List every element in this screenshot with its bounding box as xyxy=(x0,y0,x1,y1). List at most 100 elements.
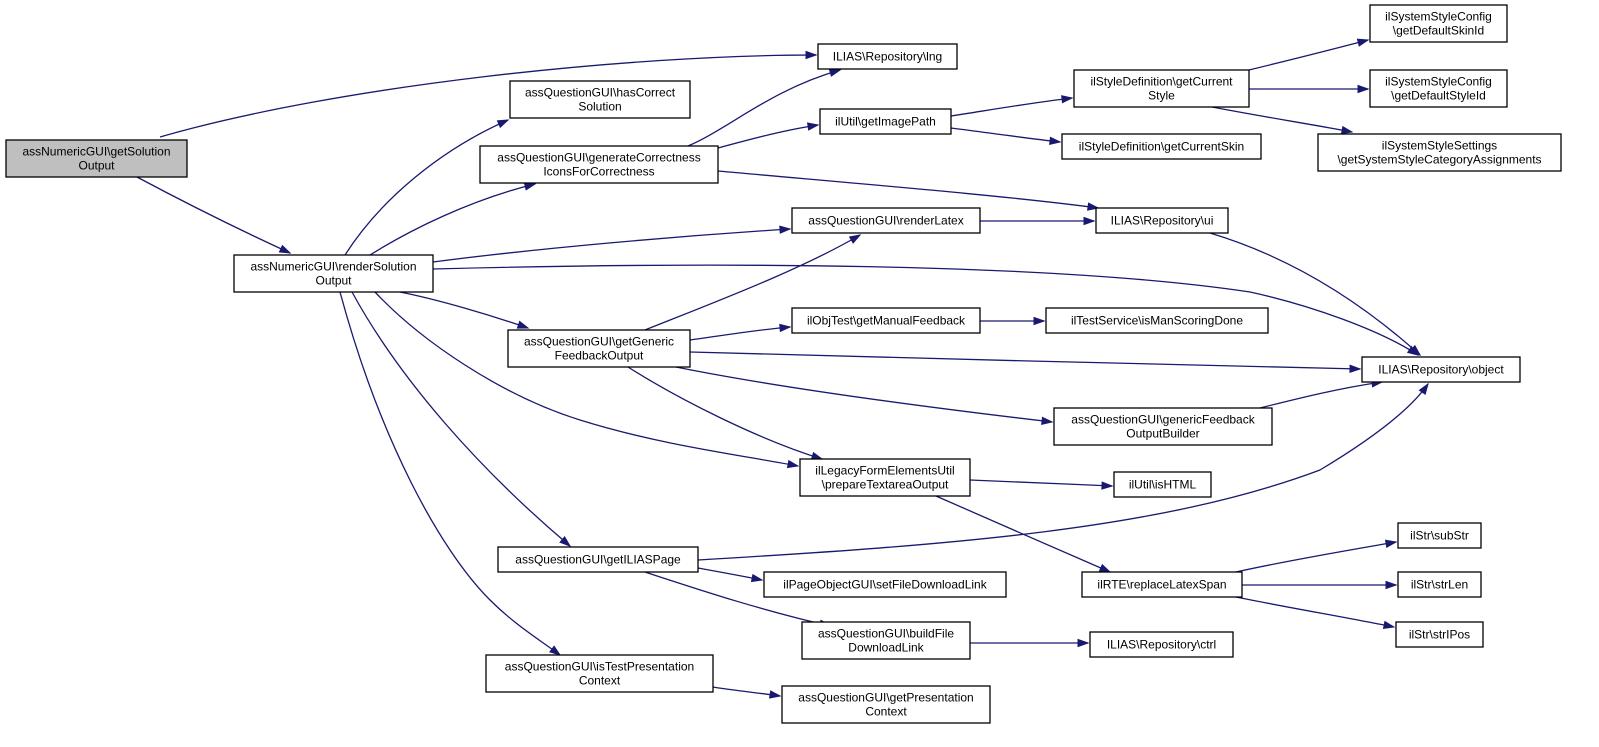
node-label: ilStr\subStr xyxy=(1410,529,1469,543)
node-box xyxy=(5,139,188,178)
arrowhead xyxy=(1041,416,1054,425)
arrowhead xyxy=(523,182,537,191)
edge-n1-n6 xyxy=(399,291,530,329)
edge-line xyxy=(689,351,1361,370)
function-node[interactable]: ilUtil\getImagePath xyxy=(819,108,952,135)
edge-n4-n9 xyxy=(717,122,820,149)
function-node[interactable]: ilTestService\isManScoringDone xyxy=(1045,307,1269,334)
arrowhead xyxy=(496,119,510,129)
node-label: Context xyxy=(865,705,907,719)
function-node[interactable]: ilRTE\replaceLatexSpan xyxy=(1081,571,1243,598)
arrowhead xyxy=(1077,638,1090,648)
function-node[interactable]: assQuestionGUI\generateCorrectnessIconsF… xyxy=(479,145,719,184)
function-node[interactable]: ILIAS\Repository\object xyxy=(1361,356,1521,383)
function-node[interactable]: assQuestionGUI\genericFeedbackOutputBuil… xyxy=(1053,407,1273,446)
node-label: ilSystemStyleConfig xyxy=(1385,75,1492,89)
node-label: ilSystemStyleConfig xyxy=(1385,10,1492,24)
function-node[interactable]: ILIAS\Repository\lng xyxy=(817,43,958,70)
edge-n1-n5 xyxy=(432,225,792,263)
edge-line xyxy=(717,124,819,149)
edge-n6-n17 xyxy=(689,323,792,341)
edge-line xyxy=(1209,232,1421,356)
edge-n9-n10 xyxy=(950,95,1074,117)
edge-line xyxy=(675,366,1053,423)
function-node[interactable]: ilSystemStyleSettings\getSystemStyleCate… xyxy=(1317,133,1562,172)
node-label: Solution xyxy=(578,100,621,114)
edge-line xyxy=(432,264,1419,356)
edge-n20-n21 xyxy=(969,479,1114,490)
edge-line xyxy=(1211,106,1353,133)
edge-n10-n13 xyxy=(1249,84,1370,94)
arrowhead xyxy=(1357,84,1370,94)
arrowhead xyxy=(805,50,818,60)
edge-line xyxy=(687,69,841,147)
arrowhead xyxy=(278,244,292,254)
arrowhead xyxy=(1098,563,1112,573)
function-node[interactable]: ilUtil\isHTML xyxy=(1113,471,1212,498)
function-node[interactable]: ilStr\strIPos xyxy=(1395,621,1484,648)
edge-line xyxy=(399,291,529,329)
function-node[interactable]: ilLegacyFormElementsUtil\prepareTextarea… xyxy=(799,458,971,497)
node-box xyxy=(1369,4,1508,43)
node-box xyxy=(233,254,434,293)
edge-line xyxy=(159,54,817,138)
node-box xyxy=(1397,571,1482,598)
node-label: ilStyleDefinition\getCurrentSkin xyxy=(1079,140,1244,154)
function-node[interactable]: ilSystemStyleConfig\getDefaultSkinId xyxy=(1369,4,1508,43)
edge-n4-n2 xyxy=(687,68,842,147)
arrowhead xyxy=(806,122,820,131)
edge-n9-n11 xyxy=(950,127,1062,145)
edge-line xyxy=(689,326,791,341)
function-node[interactable]: assQuestionGUI\getILIASPage xyxy=(497,546,699,573)
function-node[interactable]: assQuestionGUI\renderLatex xyxy=(791,207,981,234)
function-node[interactable]: ilStr\subStr xyxy=(1397,522,1482,549)
function-node[interactable]: ILIAS\Repository\ctrl xyxy=(1089,631,1234,658)
function-node[interactable]: ILIAS\Repository\ui xyxy=(1095,207,1229,234)
node-label: IconsForCorrectness xyxy=(543,165,654,179)
node-label: assNumericGUI\getSolution xyxy=(22,145,170,159)
arrowhead xyxy=(559,536,572,547)
arrowhead xyxy=(1356,38,1370,47)
edge-line xyxy=(627,366,823,460)
function-node[interactable]: ilStyleDefinition\getCurrentSkin xyxy=(1061,133,1262,160)
node-box xyxy=(485,654,714,693)
arrowhead xyxy=(1385,580,1398,590)
function-node[interactable]: ilSystemStyleConfig\getDefaultStyleId xyxy=(1369,69,1508,108)
node-label: ilTestService\isManScoringDone xyxy=(1071,314,1243,328)
node-box xyxy=(1089,631,1234,658)
node-box xyxy=(497,546,699,573)
arrowhead xyxy=(828,68,842,77)
edge-n17-n18 xyxy=(980,316,1046,326)
function-node[interactable]: ilObjTest\getManualFeedback xyxy=(791,307,981,334)
node-label: assQuestionGUI\getPresentation xyxy=(798,691,973,705)
node-label: assQuestionGUI\getGeneric xyxy=(524,335,674,349)
node-box xyxy=(1045,307,1269,334)
arrowhead xyxy=(1033,316,1046,326)
node-box xyxy=(1095,207,1229,234)
node-label: assQuestionGUI\buildFile xyxy=(818,627,954,641)
nodes-layer: assNumericGUI\getSolutionOutputassNumeri… xyxy=(5,4,1562,724)
edge-n7-n16 xyxy=(697,382,1429,561)
node-label: ILIAS\Repository\object xyxy=(1378,363,1504,377)
node-label: FeedbackOutput xyxy=(555,349,644,363)
function-node[interactable]: ilPageObjectGUI\setFileDownloadLink xyxy=(763,571,1007,598)
node-box xyxy=(763,571,1007,598)
node-label: Output xyxy=(78,159,115,173)
arrowhead xyxy=(1384,539,1398,548)
edge-line xyxy=(950,127,1061,143)
function-node[interactable]: ilStr\strLen xyxy=(1397,571,1482,598)
arrowhead xyxy=(1049,136,1062,145)
edge-n8-n29 xyxy=(712,686,782,699)
edge-n0-n1 xyxy=(136,176,292,254)
node-box xyxy=(1397,522,1482,549)
node-label: assQuestionGUI\genericFeedback xyxy=(1071,413,1255,427)
node-label: assQuestionGUI\generateCorrectness xyxy=(497,151,700,165)
